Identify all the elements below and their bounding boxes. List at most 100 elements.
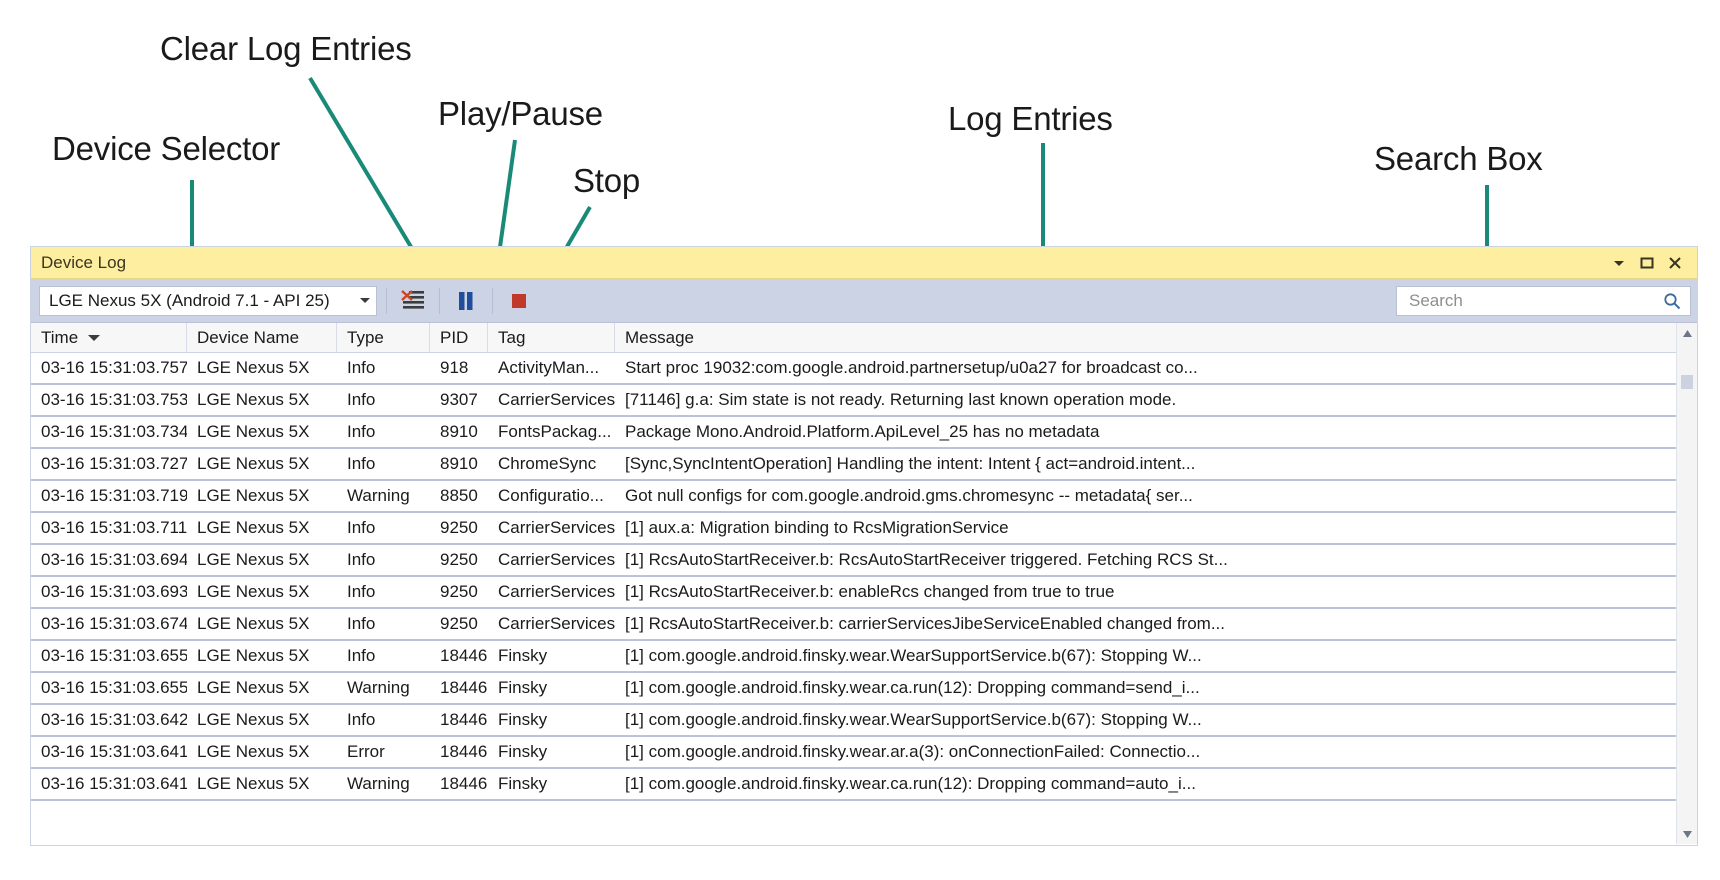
vertical-scrollbar-thumb[interactable]	[1681, 375, 1693, 389]
search-box[interactable]	[1396, 285, 1691, 316]
annotation-device-selector: Device Selector	[52, 130, 281, 167]
log-cell-device-name: LGE Nexus 5X	[197, 454, 310, 473]
search-icon[interactable]	[1654, 286, 1690, 316]
log-cell-message: [1] com.google.android.finsky.wear.ca.ru…	[625, 774, 1196, 793]
log-cell-device-name: LGE Nexus 5X	[197, 486, 310, 505]
device-selector-value: LGE Nexus 5X (Android 7.1 - API 25)	[49, 290, 330, 310]
log-cell-pid: 8850	[440, 486, 478, 505]
log-cell-message: [1] com.google.android.finsky.wear.ca.ru…	[625, 678, 1200, 697]
log-cell-tag: CarrierServices	[498, 550, 615, 569]
stop-icon	[512, 293, 526, 308]
column-header-device-name[interactable]: Device Name	[187, 323, 337, 352]
toolbar: LGE Nexus 5X (Android 7.1 - API 25)	[31, 279, 1697, 323]
search-input[interactable]	[1407, 289, 1654, 312]
log-cell-time: 03-16 15:31:03.727	[41, 454, 187, 473]
stop-button[interactable]	[502, 285, 536, 317]
log-cell-tag: Finsky	[498, 678, 548, 697]
log-cell-tag: Finsky	[498, 646, 548, 665]
log-cell-type: Info	[347, 614, 376, 633]
log-cell-pid: 18446	[440, 774, 488, 793]
log-cell-tag: CarrierServices	[498, 582, 615, 601]
toolbar-separator	[386, 287, 387, 314]
column-header-pid[interactable]: PID	[430, 323, 488, 352]
annotation-play-pause: Play/Pause	[438, 95, 603, 132]
pause-icon	[459, 291, 473, 310]
log-cell-type: Info	[347, 422, 376, 441]
log-cell-tag: Finsky	[498, 710, 548, 729]
column-header-tag[interactable]: Tag	[488, 323, 615, 352]
log-cell-tag: CarrierServices	[498, 614, 615, 633]
log-cell-message: [1] aux.a: Migration binding to RcsMigra…	[625, 518, 1009, 537]
log-cell-time: 03-16 15:31:03.693	[41, 582, 187, 601]
scroll-down-arrow-icon[interactable]	[1677, 824, 1697, 844]
device-selector[interactable]: LGE Nexus 5X (Android 7.1 - API 25)	[39, 285, 377, 316]
annotation-clear-log-entries: Clear Log Entries	[160, 30, 412, 67]
log-cell-message: [1] com.google.android.finsky.wear.ar.a(…	[625, 742, 1201, 761]
log-cell-type: Info	[347, 454, 376, 473]
vertical-scrollbar[interactable]	[1676, 323, 1697, 844]
log-cell-device-name: LGE Nexus 5X	[197, 614, 310, 633]
scroll-up-arrow-icon[interactable]	[1677, 323, 1697, 343]
log-cell-time: 03-16 15:31:03.674	[41, 614, 187, 633]
column-header-message[interactable]: Message	[615, 323, 1677, 352]
log-cell-message: [1] RcsAutoStartReceiver.b: enableRcs ch…	[625, 582, 1115, 601]
log-cell-time: 03-16 15:31:03.757	[41, 358, 187, 377]
log-cell-device-name: LGE Nexus 5X	[197, 678, 310, 697]
annotation-log-entries: Log Entries	[948, 100, 1113, 137]
log-cell-type: Info	[347, 518, 376, 537]
clear-log-entries-button[interactable]	[396, 285, 430, 317]
column-header-row: Time Device Name Type PID Tag Message	[31, 323, 1677, 353]
sort-descending-icon	[88, 334, 101, 341]
log-cell-type: Error	[347, 742, 385, 761]
annotation-stop: Stop	[573, 162, 641, 199]
column-header-type[interactable]: Type	[337, 323, 430, 352]
log-cell-time: 03-16 15:31:03.641	[41, 742, 187, 761]
log-cell-time: 03-16 15:31:03.642	[41, 710, 187, 729]
log-cell-tag: CarrierServices	[498, 518, 615, 537]
log-cell-device-name: LGE Nexus 5X	[197, 774, 310, 793]
column-header-time[interactable]: Time	[31, 323, 187, 352]
log-cell-device-name: LGE Nexus 5X	[197, 550, 310, 569]
close-icon[interactable]	[1661, 250, 1689, 276]
log-cell-message: [1] RcsAutoStartReceiver.b: carrierServi…	[625, 614, 1225, 633]
log-cell-message: [1] com.google.android.finsky.wear.WearS…	[625, 710, 1202, 729]
log-cell-pid: 9307	[440, 390, 478, 409]
log-cell-type: Warning	[347, 678, 410, 697]
log-cell-time: 03-16 15:31:03.641	[41, 774, 187, 793]
log-cell-tag: Finsky	[498, 742, 548, 761]
log-cell-time: 03-16 15:31:03.753	[41, 390, 187, 409]
log-entries-grid: Time Device Name Type PID Tag Message 03…	[31, 323, 1697, 844]
chevron-down-icon	[360, 298, 370, 303]
log-cell-pid: 9250	[440, 614, 478, 633]
log-cell-type: Info	[347, 646, 376, 665]
log-cell-type: Warning	[347, 486, 410, 505]
log-cell-type: Info	[347, 390, 376, 409]
log-entry-row[interactable]: 03-16 15:31:03.674 LGE Nexus 5X Info 9250 Ca…	[31, 609, 1677, 641]
log-cell-pid: 8910	[440, 454, 478, 473]
log-cell-device-name: LGE Nexus 5X	[197, 518, 310, 537]
log-entry-row[interactable]: 03-16 15:31:03.655 LGE Nexus 5X Warning 184…	[31, 673, 1677, 705]
log-cell-time: 03-16 15:31:03.711	[41, 518, 187, 537]
log-cell-device-name: LGE Nexus 5X	[197, 646, 310, 665]
device-log-window: Device Log LGE Nexus 5X (Android 7.1 - A…	[30, 246, 1698, 846]
log-cell-pid: 18446	[440, 678, 488, 697]
play-pause-button[interactable]	[449, 285, 483, 317]
maximize-icon[interactable]	[1633, 250, 1661, 276]
log-cell-time: 03-16 15:31:03.655	[41, 678, 187, 697]
log-cell-message: Start proc 19032:com.google.android.part…	[625, 358, 1198, 377]
chevron-down-icon[interactable]	[1605, 250, 1633, 276]
log-cell-device-name: LGE Nexus 5X	[197, 390, 310, 409]
